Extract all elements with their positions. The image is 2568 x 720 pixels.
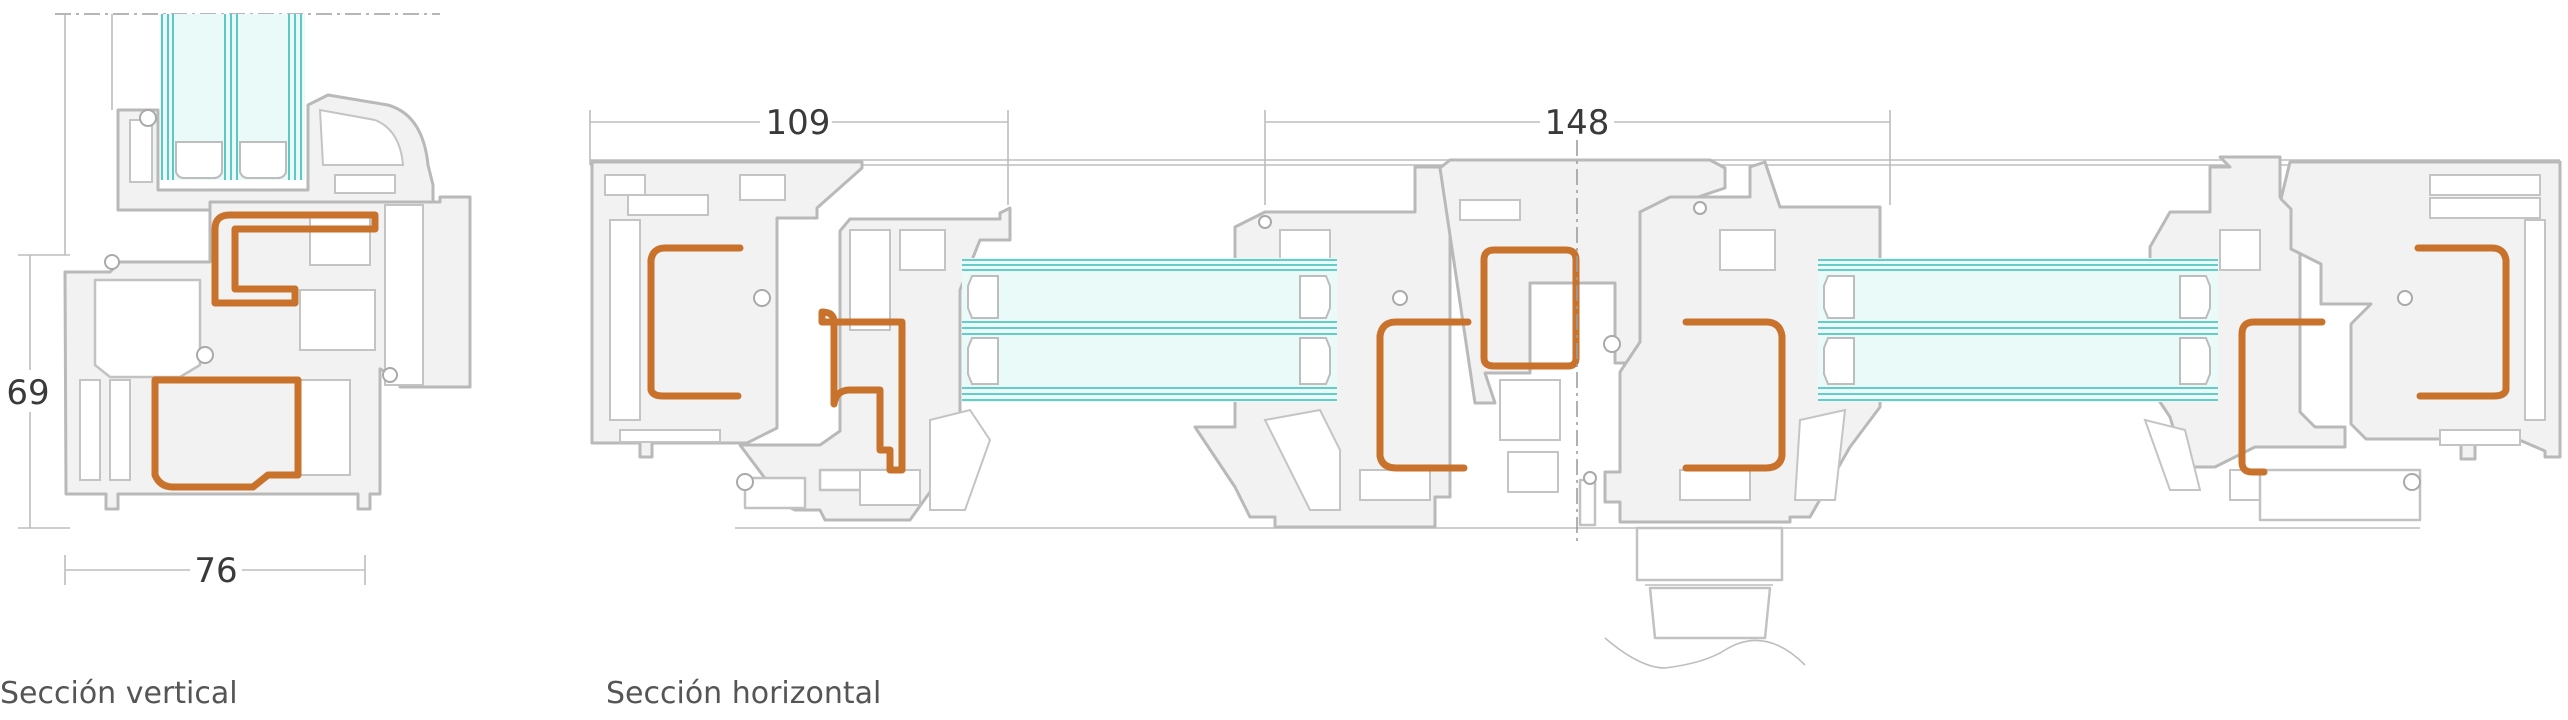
right-sash-reinforcement [2238, 318, 2326, 476]
horizontal-left-dimension: 109 [589, 100, 1009, 205]
vertical-section-drawing: 69 76 [4, 13, 472, 592]
vertical-width-dimension: 76 [64, 548, 366, 592]
vertical-glazing [160, 14, 305, 180]
left-frame-reinforcement [647, 244, 744, 400]
vertical-sash-reinforcement [211, 211, 379, 307]
right-glazing-unit [1818, 258, 2218, 402]
left-center-sash-reinforcement [1376, 318, 1472, 472]
vertical-frame-reinforcement [151, 376, 302, 491]
dim-height-label: 69 [6, 373, 49, 413]
left-outer-frame [590, 160, 864, 459]
vertical-height-dimension: 69 [4, 254, 70, 529]
vertical-frame-profile [63, 195, 472, 511]
threshold-detail [1604, 526, 1806, 669]
dim-center-label: 148 [1545, 103, 1610, 143]
horizontal-section-drawing: 109 148 [589, 100, 2562, 669]
mullion-reinforcement [1480, 246, 1580, 370]
left-sash-reinforcement [818, 308, 906, 474]
horizontal-center-dimension: 148 [1264, 100, 1891, 205]
right-frame-reinforcement [2414, 244, 2510, 400]
right-outer-frame [2279, 160, 2562, 461]
right-center-sash-reinforcement [1682, 318, 1786, 472]
horizontal-section-caption: Sección horizontal [606, 676, 882, 711]
dim-left-label: 109 [766, 103, 831, 143]
dim-width-label: 76 [194, 551, 237, 591]
left-glazing-unit [962, 258, 1337, 402]
vertical-section-caption: Sección vertical [0, 676, 238, 711]
